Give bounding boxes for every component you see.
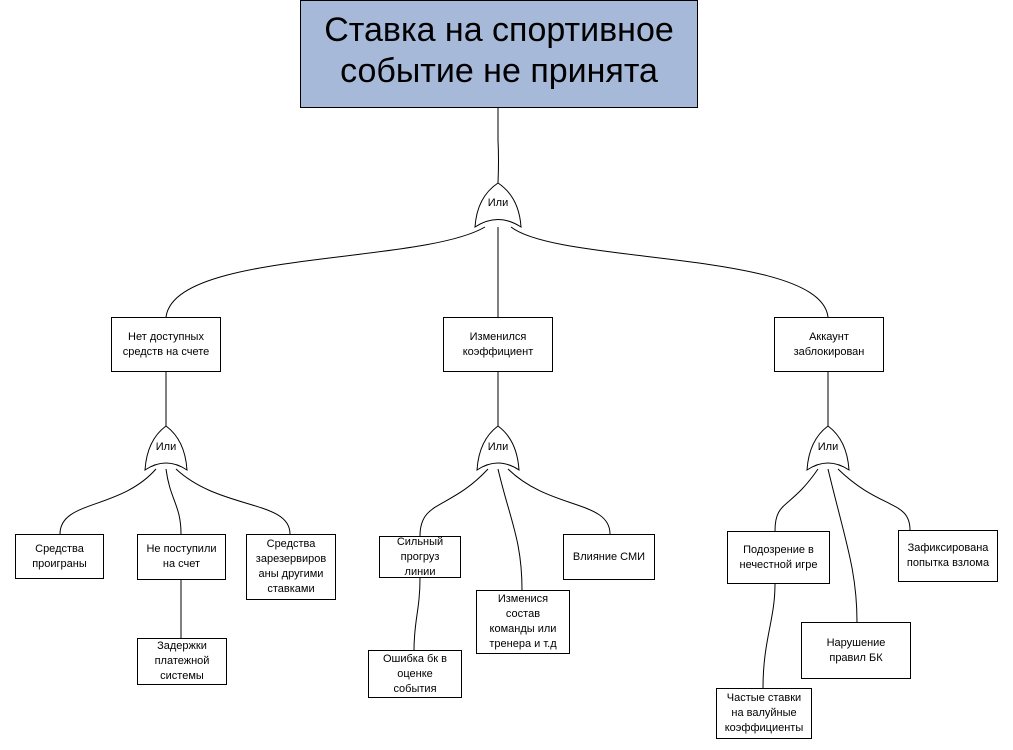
event-box-left: Нет доступных средств на счете [111, 317, 221, 372]
or-gate-left [144, 425, 188, 471]
event-box-middle-3: Влияние СМИ [563, 534, 655, 580]
event-text-left-3: Средства зарезервиров аны другими ставка… [255, 538, 327, 595]
event-box-right-2: Нарушение правил БК [801, 622, 911, 679]
event-box-left-3: Средства зарезервиров аны другими ставка… [246, 534, 336, 600]
middle-gate-to-child-1 [419, 468, 489, 537]
gate-label-left: Или [155, 441, 177, 453]
event-text-middle: Изменился коэффициент [462, 330, 534, 358]
event-box-right-3: Зафиксирована попытка взлома [898, 530, 998, 582]
event-text-middle-2: Изменися состав команды или тренера и т.… [489, 593, 557, 650]
event-text-right: Аккаунт заблокирован [793, 330, 865, 358]
middle-gate-to-child-3 [507, 468, 611, 535]
gate-label-root: Или [487, 197, 509, 209]
gate-label-middle: Или [487, 441, 509, 453]
event-text-left-2: Не поступили на счет [146, 543, 217, 570]
event-box-right-1: Подозрение в нечестной игре [727, 531, 830, 584]
left-gate-to-child-1 [59, 468, 157, 535]
event-box-middle-1: Сильный прогруз линии [379, 536, 461, 578]
event-text-left-sub: Задержки платежной системы [154, 640, 210, 682]
event-text-right-sub: Частые ставки на валуйные коэффициенты [724, 692, 804, 734]
or-gate-root [474, 182, 522, 228]
event-box-middle-sub: Ошибка бк в оценке события [368, 650, 462, 698]
event-box-middle-2: Изменися состав команды или тренера и т.… [476, 590, 570, 654]
event-text-right-3: Зафиксирована попытка взлома [906, 542, 990, 569]
event-text-right-2: Нарушение правил БК [826, 636, 886, 664]
root-to-right-connector [510, 226, 829, 318]
event-box-left-2: Не поступили на счет [137, 534, 226, 580]
gate-label-right: Или [817, 441, 839, 453]
middle-gate-to-child-2 [497, 468, 523, 591]
right-sub-connector [762, 583, 776, 689]
right-gate-to-child-2 [827, 468, 858, 623]
event-box-right: Аккаунт заблокирован [774, 317, 884, 372]
or-gate-right [806, 425, 850, 471]
left-gate-to-child-3 [175, 468, 291, 535]
event-text-middle-3: Влияние СМИ [572, 550, 646, 563]
middle-sub-connector [413, 577, 421, 651]
left-gate-to-child-2 [165, 468, 182, 535]
root-event-text: Ставка на спортивное событие не принята [324, 11, 674, 90]
right-gate-to-child-1 [774, 468, 819, 532]
or-gate-middle [476, 425, 520, 471]
right-gate-to-child-3 [837, 468, 911, 531]
event-text-right-1: Подозрение в нечестной игре [739, 543, 818, 571]
event-text-middle-1: Сильный прогруз линии [396, 535, 444, 578]
root-to-left-connector [165, 226, 486, 318]
root-event-box: Ставка на спортивное событие не принята [300, 0, 698, 108]
event-text-left-1: Средства проиграны [32, 542, 87, 570]
event-text-left: Нет доступных средств на счете [122, 330, 210, 358]
event-box-left-1: Средства проиграны [15, 534, 104, 579]
event-text-middle-sub: Ошибка бк в оценке события [382, 652, 448, 695]
event-box-right-sub: Частые ставки на валуйные коэффициенты [716, 688, 812, 739]
event-box-middle: Изменился коэффициент [443, 317, 553, 372]
root-connector [497, 108, 499, 184]
event-box-left-sub: Задержки платежной системы [137, 638, 227, 685]
